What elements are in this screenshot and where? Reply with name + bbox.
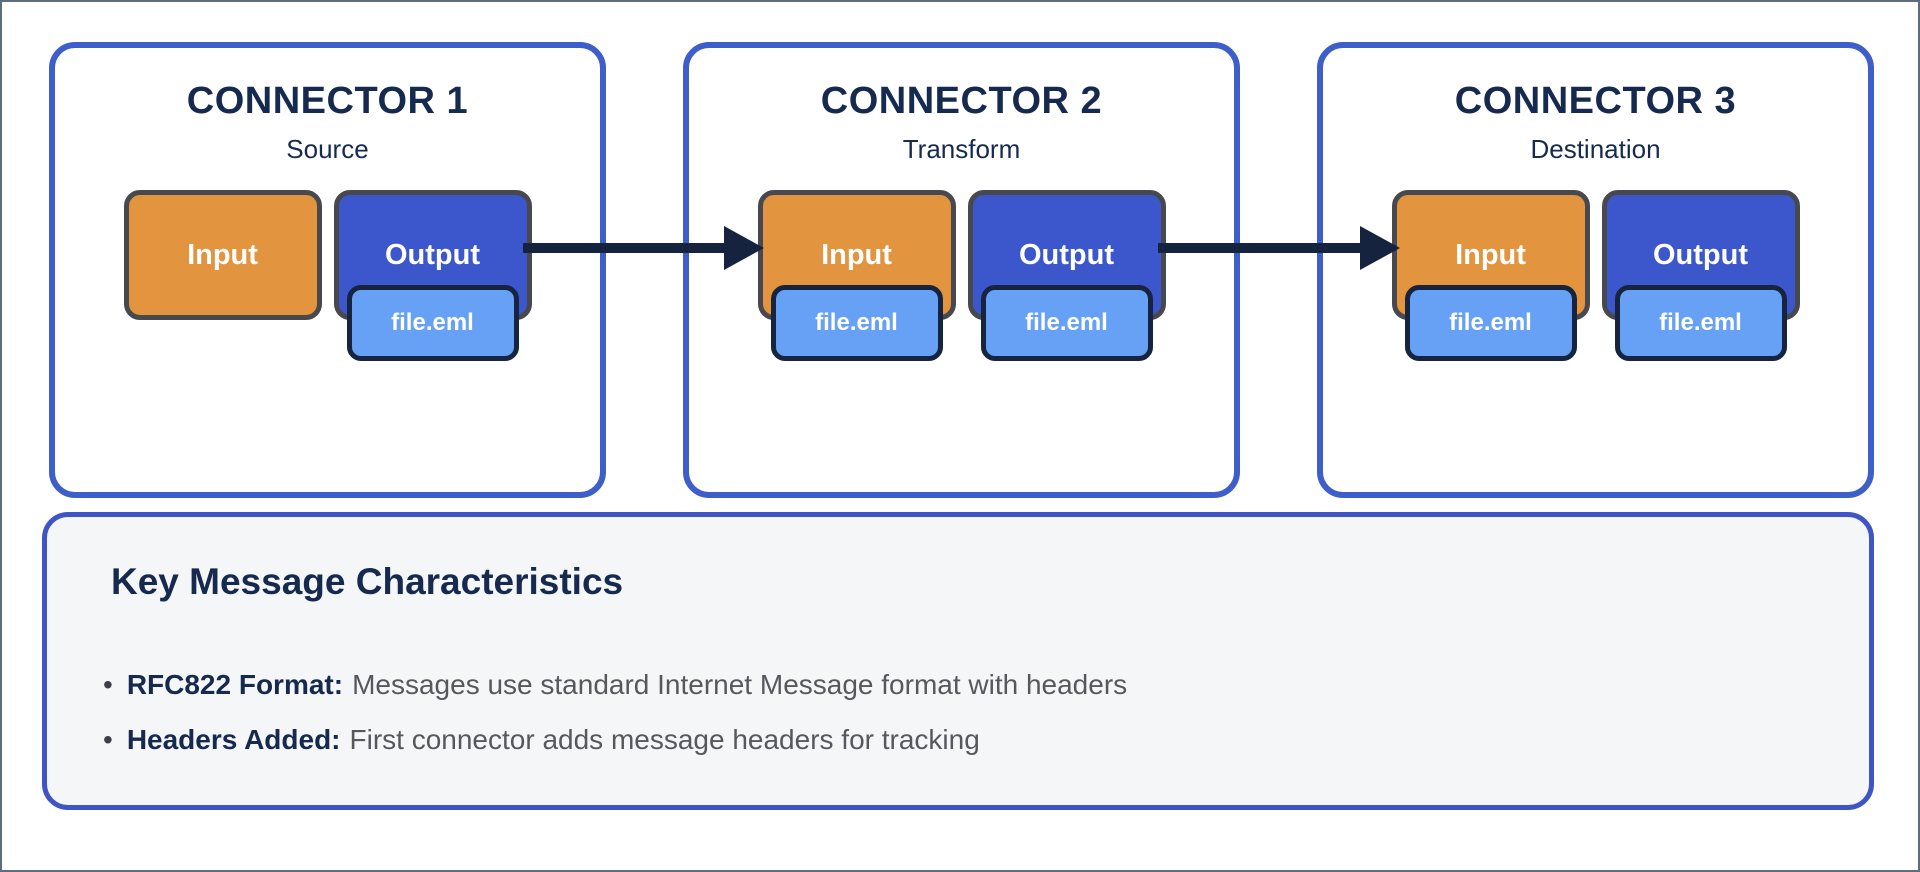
connector-3-io-row: Input file.eml Output file.eml bbox=[1323, 190, 1868, 361]
bullet-item: • RFC822 Format: Messages use standard Int… bbox=[103, 669, 1829, 701]
connector-1-subtitle: Source bbox=[286, 134, 369, 164]
bullet-item: • Headers Added: First connector adds mess… bbox=[103, 724, 1829, 756]
connector-2-subtitle: Transform bbox=[902, 134, 1021, 164]
bullet-bold-label: Headers Added: bbox=[126, 724, 341, 755]
file-chip-label: file.eml bbox=[391, 309, 474, 336]
connector-3-subtitle: Destination bbox=[1530, 134, 1661, 164]
bullet-marker: • bbox=[103, 669, 113, 700]
file-chip-label: file.eml bbox=[1659, 309, 1742, 336]
bullet-marker: • bbox=[103, 724, 113, 755]
file-chip-label: file.eml bbox=[1449, 309, 1532, 336]
bullet-text: First connector adds message headers for… bbox=[349, 724, 980, 755]
bullet-bold-label: RFC822 Format: bbox=[126, 669, 344, 700]
connector-card-3: CONNECTOR 3 Destination Input file.eml O… bbox=[1317, 42, 1874, 498]
file-chip: file.eml bbox=[1404, 285, 1577, 361]
connector-1-title: CONNECTOR 1 bbox=[186, 80, 469, 122]
file-chip: file.eml bbox=[1614, 285, 1787, 361]
panel-title: Key Message Characteristics bbox=[111, 561, 624, 602]
connector-2-title: CONNECTOR 2 bbox=[820, 80, 1103, 122]
file-chip-label: file.eml bbox=[1025, 309, 1108, 336]
connector-card-2: CONNECTOR 2 Transform Input file.eml Out… bbox=[683, 42, 1240, 498]
connector-1-io-row: Input Output file.eml bbox=[55, 190, 600, 361]
file-chip-label: file.eml bbox=[815, 309, 898, 336]
connector-1-output-wrap: Output file.eml bbox=[333, 190, 532, 361]
file-chip: file.eml bbox=[346, 285, 519, 361]
connector-1-input-wrap: Input bbox=[123, 190, 322, 320]
connector-3-input-wrap: Input file.eml bbox=[1391, 190, 1590, 361]
connector-3-output-wrap: Output file.eml bbox=[1601, 190, 1800, 361]
key-message-panel: Key Message Characteristics • RFC822 Form… bbox=[42, 512, 1874, 810]
file-chip: file.eml bbox=[770, 285, 943, 361]
connector-2-output-wrap: Output file.eml bbox=[967, 190, 1166, 361]
bullet-text: Messages use standard Internet Message f… bbox=[352, 669, 1128, 700]
connector-2-input-wrap: Input file.eml bbox=[757, 190, 956, 361]
connector-2-io-row: Input file.eml Output file.eml bbox=[689, 190, 1234, 361]
connector-3-title: CONNECTOR 3 bbox=[1454, 80, 1737, 122]
file-chip: file.eml bbox=[980, 285, 1153, 361]
input-box: Input bbox=[123, 190, 322, 320]
connector-card-1: CONNECTOR 1 Source Input Output file.eml bbox=[49, 42, 606, 498]
